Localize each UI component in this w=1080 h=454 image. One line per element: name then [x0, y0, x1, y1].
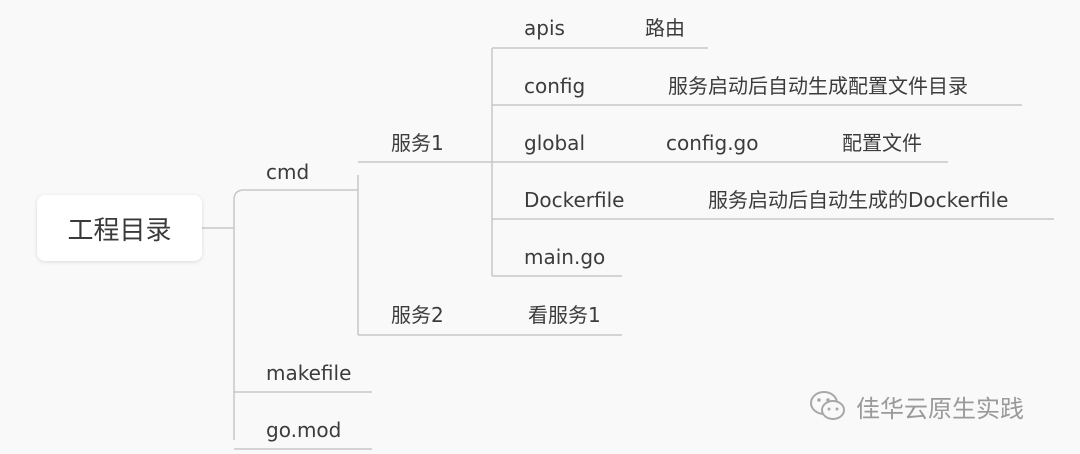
node-service2: 服务2 — [391, 303, 444, 327]
note-global: 配置文件 — [842, 131, 922, 155]
connector-cmd-curve — [233, 189, 245, 201]
node-service1: 服务1 — [391, 131, 444, 155]
node-see-service1: 看服务1 — [528, 303, 601, 327]
node-global-file: config.go — [666, 131, 759, 155]
root-node: 工程目录 — [37, 195, 202, 261]
node-main: main.go — [524, 245, 606, 269]
node-global: global — [524, 131, 585, 155]
node-dockerfile: Dockerfile — [524, 188, 625, 212]
watermark-text: 佳华云原生实践 — [856, 394, 1024, 423]
note-config: 服务启动后自动生成配置文件目录 — [668, 74, 968, 98]
node-cmd: cmd — [266, 160, 310, 184]
watermark: 佳华云原生实践 — [808, 386, 1024, 426]
note-apis: 路由 — [645, 16, 685, 40]
wechat-icon — [810, 391, 845, 420]
node-makefile: makefile — [266, 361, 352, 385]
node-config: config — [524, 74, 586, 98]
node-gomod: go.mod — [266, 418, 342, 442]
node-apis: apis — [524, 16, 565, 40]
note-dockerfile: 服务启动后自动生成的Dockerfile — [708, 188, 1009, 212]
